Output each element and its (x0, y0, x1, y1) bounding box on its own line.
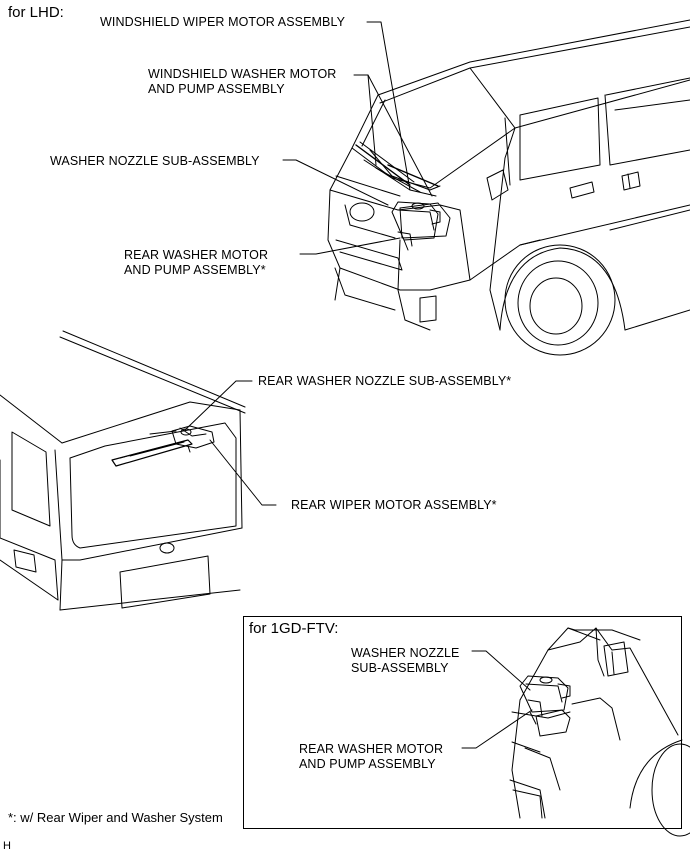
rear-wiper-motor-label: REAR WIPER MOTOR ASSEMBLY* (291, 498, 497, 512)
rear-washer-nozzle-label: REAR WASHER NOZZLE SUB-ASSEMBLY* (258, 374, 512, 388)
inset-rear-washer-motor-label: REAR WASHER MOTOR AND PUMP ASSEMBLY (299, 742, 444, 771)
front-leader-lines (282, 21, 433, 255)
inset-title: for 1GD-FTV: (249, 620, 339, 637)
windshield-wiper-motor-label: WINDSHIELD WIPER MOTOR ASSEMBLY (100, 15, 346, 29)
corner-mark: H (3, 840, 11, 852)
footnote: *: w/ Rear Wiper and Washer System (8, 810, 223, 825)
windshield-washer-motor-label: WINDSHIELD WASHER MOTOR AND PUMP ASSEMBL… (148, 67, 337, 96)
washer-nozzle-label: WASHER NOZZLE SUB-ASSEMBLY (50, 154, 260, 168)
rear-van-drawing (0, 330, 277, 611)
inset-van-drawing (461, 627, 690, 837)
page-title: for LHD: (8, 4, 64, 21)
rear-washer-motor-label: REAR WASHER MOTOR AND PUMP ASSEMBLY* (124, 248, 269, 277)
front-van-drawing (327, 19, 690, 356)
inset-panel (243, 616, 682, 829)
inset-washer-nozzle-label: WASHER NOZZLE SUB-ASSEMBLY (351, 646, 460, 675)
